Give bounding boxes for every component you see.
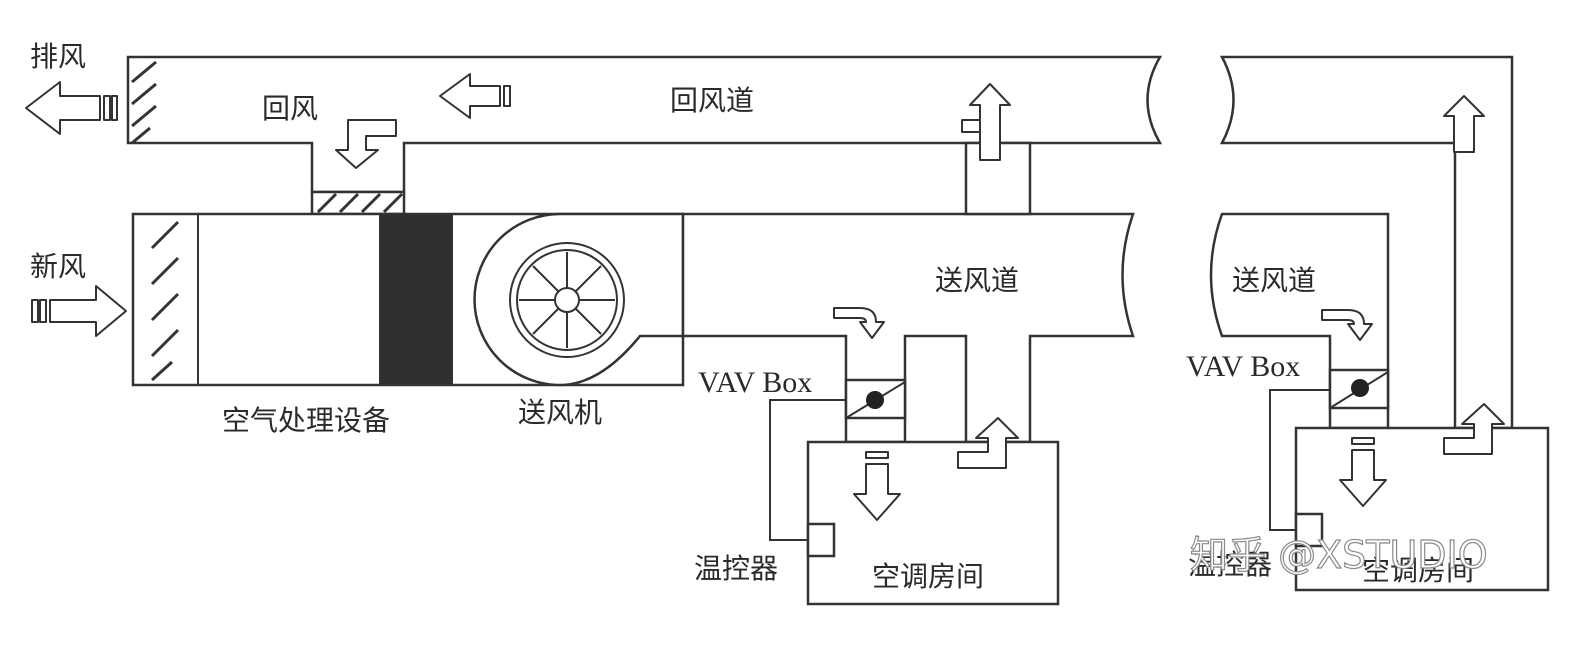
return-air-label: 回风 [262,92,318,125]
vav-box-1 [844,378,907,420]
exhaust-label: 排风 [30,40,86,73]
room2-supply-arrow [1339,437,1387,507]
room1-return-arrow [957,417,1019,469]
fresh-air-damper [150,220,180,382]
thermostat-icon-1 [806,522,836,558]
room-label-1: 空调房间 [872,560,984,593]
exhaust-damper [127,57,157,145]
vav-box-label-2: VAV Box [1186,350,1300,383]
supply-fan-icon [473,212,685,387]
thermostat-label-2: 温控器 [1188,548,1272,581]
supply-duct-label-2: 送风道 [1232,264,1316,297]
control-wire-2 [1269,389,1330,531]
exhaust-arrow [25,81,118,135]
coil-block [379,213,453,386]
supply-duct [681,212,1135,444]
room-1 [806,440,1060,606]
return-right-up-arrow [1443,95,1485,153]
control-wire-1 [769,399,846,541]
vav-box-2 [1328,368,1390,410]
room-2 [1294,426,1550,592]
room-label-2: 空调房间 [1362,554,1474,587]
watermark: 知乎 @XSTUDIO [1190,533,1488,577]
room1-return-up-arrow [961,83,1011,161]
return-down-arrow [335,119,397,169]
room1-supply-arrow [853,451,901,521]
ahu-label: 空气处理设备 [222,404,390,437]
supply-duct-label-1: 送风道 [935,264,1019,297]
supply-curve-arrow-1 [833,307,885,339]
return-damper [310,190,406,216]
return-flow-arrow [439,73,511,119]
room2-return-arrow [1443,403,1505,455]
supply-curve-arrow-2 [1321,309,1373,341]
return-duct-label: 回风道 [670,84,754,117]
thermostat-label-1: 温控器 [694,552,778,585]
vav-box-label-1: VAV Box [698,366,812,399]
supply-fan-label: 送风机 [518,396,602,429]
fresh-air-label: 新风 [30,250,86,283]
fresh-air-arrow [31,285,127,337]
